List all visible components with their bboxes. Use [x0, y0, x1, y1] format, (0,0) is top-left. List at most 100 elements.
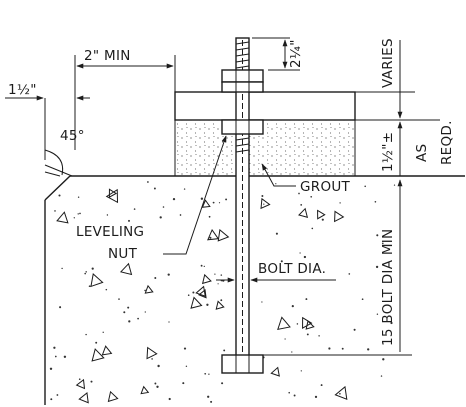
- label-nut: NUT: [108, 246, 138, 262]
- aggregate-dot: [137, 317, 139, 320]
- aggregate-triangle: [108, 188, 118, 198]
- aggregate-dot: [220, 299, 223, 302]
- aggregate-triangle: [334, 210, 345, 223]
- aggregate-dot: [221, 382, 224, 385]
- aggregate-dot: [376, 313, 379, 315]
- aggregate-dot: [157, 364, 160, 368]
- aggregate-dot: [214, 273, 216, 275]
- aggregate-dot: [300, 370, 302, 372]
- aggregate-dot: [168, 397, 171, 401]
- leveling-nut: [221, 119, 264, 135]
- aggregate-dot: [208, 373, 210, 375]
- aggregate-triangle: [201, 199, 211, 208]
- aggregate-dot: [73, 217, 75, 219]
- aggregate-dot: [54, 355, 57, 358]
- label-bolt-dia: BOLT DIA.: [258, 261, 326, 277]
- aggregate-dot: [208, 215, 211, 218]
- aggregate-dot: [311, 227, 314, 230]
- aggregate-dot: [223, 349, 226, 352]
- aggregate-dot: [147, 181, 149, 183]
- aggregate-dot: [77, 213, 79, 215]
- aggregate-dot: [341, 347, 344, 350]
- aggregate-dot: [192, 291, 195, 294]
- dimension-2in-min: [74, 55, 176, 150]
- aggregate-dot: [128, 219, 130, 222]
- aggregate-dot: [291, 305, 294, 308]
- aggregate-triangle: [90, 273, 104, 288]
- label-reqd: REQD.: [439, 120, 455, 165]
- aggregate-dot: [63, 355, 67, 358]
- aggregate-dot: [58, 194, 61, 197]
- aggregate-triangle: [190, 296, 203, 309]
- aggregate-triangle: [201, 273, 212, 285]
- aggregate-dot: [200, 264, 203, 267]
- aggregate-dot: [321, 218, 324, 221]
- aggregate-dot: [144, 311, 146, 313]
- aggregate-dot: [200, 197, 204, 200]
- aggregate-dot: [217, 283, 219, 285]
- aggregate-dot: [185, 365, 188, 368]
- aggregate-dot: [374, 200, 377, 203]
- aggregate-dot: [127, 306, 130, 309]
- aggregate-triangle: [270, 366, 280, 377]
- aggregate-dot: [167, 273, 170, 276]
- aggregate-dot: [380, 375, 383, 377]
- aggregate-dot: [54, 210, 56, 212]
- aggregate-dot: [299, 252, 301, 254]
- aggregate-dot: [375, 265, 379, 269]
- aggregate-dot: [218, 202, 221, 204]
- aggregate-dot: [209, 236, 212, 239]
- aggregate-dot: [261, 195, 264, 197]
- label-45-degree: 45°: [60, 128, 85, 144]
- bottom-nut: [221, 354, 264, 374]
- top-nut: [221, 69, 264, 83]
- base-plate: [174, 91, 356, 121]
- grout-layer: [175, 120, 355, 176]
- aggregate-triangle: [215, 300, 225, 310]
- aggregate-triangle: [277, 316, 291, 330]
- aggregate-triangle: [217, 228, 230, 242]
- aggregate-dot: [328, 347, 331, 350]
- aggregate-dot: [390, 321, 393, 325]
- anchor-bolt: [221, 37, 264, 374]
- aggregate-dot: [320, 384, 323, 387]
- aggregate-dot: [49, 367, 53, 370]
- aggregate-dot: [353, 328, 356, 331]
- aggregate-dot: [79, 212, 81, 215]
- aggregate-dot: [212, 201, 215, 204]
- aggregate-dot: [144, 289, 146, 292]
- label-leveling: LEVELING: [76, 224, 144, 240]
- jam-nut: [221, 81, 264, 93]
- label-1-1-2: 1½": [8, 82, 37, 98]
- aggregate-dot: [133, 208, 136, 210]
- aggregate-dot: [77, 196, 80, 198]
- concrete-pier: [44, 164, 465, 405]
- aggregate-dot: [91, 267, 94, 270]
- aggregate-dot: [381, 242, 384, 245]
- angle-arc: [44, 149, 64, 176]
- aggregate-triangle: [107, 390, 119, 403]
- aggregate-dot: [179, 214, 182, 216]
- aggregate-dot: [280, 260, 283, 263]
- label-2in-min: 2" MIN: [84, 48, 131, 64]
- aggregate-triangle: [101, 345, 113, 356]
- aggregate-dot: [78, 378, 81, 381]
- label-15-bolt-dia-min: 15 BOLT DIA MIN: [380, 229, 396, 346]
- aggregate-dot: [298, 192, 300, 195]
- dimension-chamfer: [5, 95, 90, 176]
- aggregate-dot: [50, 398, 53, 401]
- aggregate-triangle: [146, 346, 158, 360]
- aggregate-dot: [187, 294, 190, 297]
- aggregate-triangle: [207, 228, 220, 241]
- aggregate-dot: [210, 400, 213, 403]
- aggregate-dot: [206, 303, 209, 306]
- aggregate-dot: [376, 234, 379, 237]
- label-as: AS: [414, 144, 430, 162]
- aggregate-dot: [300, 204, 303, 206]
- aggregate-dot: [310, 195, 313, 198]
- aggregate-dot: [382, 358, 385, 361]
- dimension-2-1-4: [252, 37, 300, 71]
- aggregate-dot: [56, 394, 59, 396]
- aggregate-dot: [154, 382, 157, 385]
